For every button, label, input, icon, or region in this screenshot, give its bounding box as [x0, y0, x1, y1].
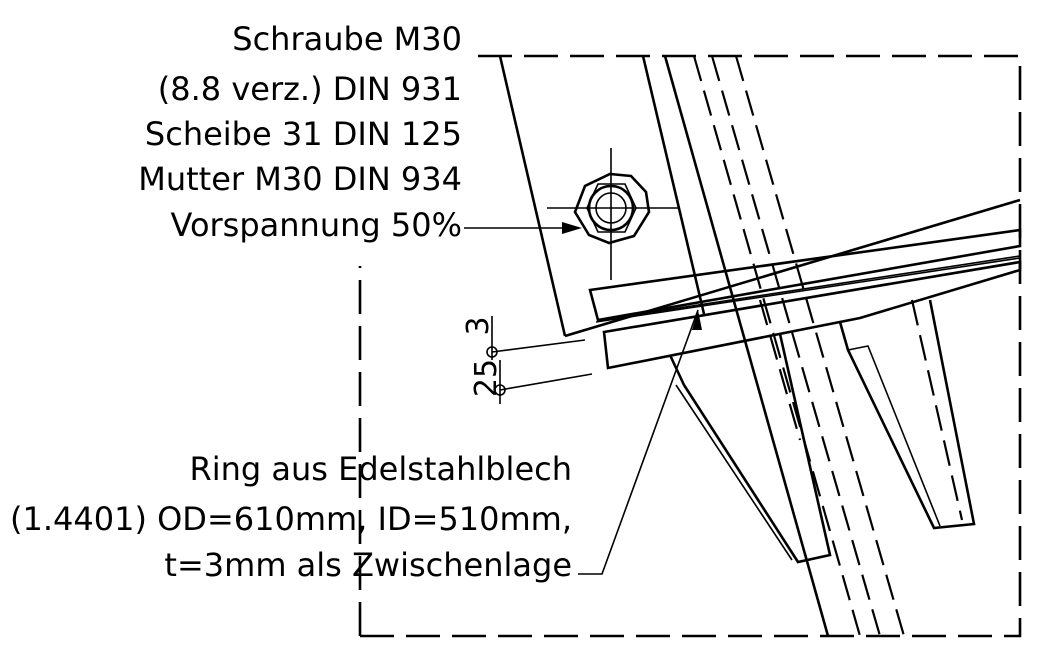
ring-leader	[578, 309, 702, 575]
bolt-callout-line3: Scheibe 31 DIN 125	[145, 115, 462, 153]
bolt-hex-nut-icon	[547, 148, 680, 280]
bolt-callout-line4: Mutter M30 DIN 934	[138, 160, 462, 198]
ring-callout: Ring aus Edelstahlblech (1.4401) OD=610m…	[10, 450, 572, 584]
tower-wall	[663, 55, 906, 637]
ring-callout-line2: (1.4401) OD=610mm, ID=510mm,	[10, 500, 572, 538]
ring-callout-line1: Ring aus Edelstahlblech	[190, 450, 573, 488]
bolt-callout-line1: Schraube M30	[232, 20, 462, 58]
ring-callout-line3: t=3mm als Zwischenlage	[164, 546, 572, 584]
dimension-label-lower: 25	[469, 359, 504, 397]
stiffener-centerline	[910, 299, 964, 521]
bolt-callout: Schraube M30 (8.8 verz.) DIN 931 Scheibe…	[138, 20, 462, 244]
stiffener-plates	[668, 299, 976, 564]
dimension-label-upper: 3	[461, 316, 496, 335]
bolt-callout-line2: (8.8 verz.) DIN 931	[158, 70, 462, 108]
detail-frame	[358, 54, 1022, 638]
flange-plates	[588, 228, 1022, 370]
bolt-leader	[464, 222, 582, 234]
dimension-lines	[486, 316, 593, 404]
bolt-callout-line5: Vorspannung 50%	[171, 206, 462, 244]
